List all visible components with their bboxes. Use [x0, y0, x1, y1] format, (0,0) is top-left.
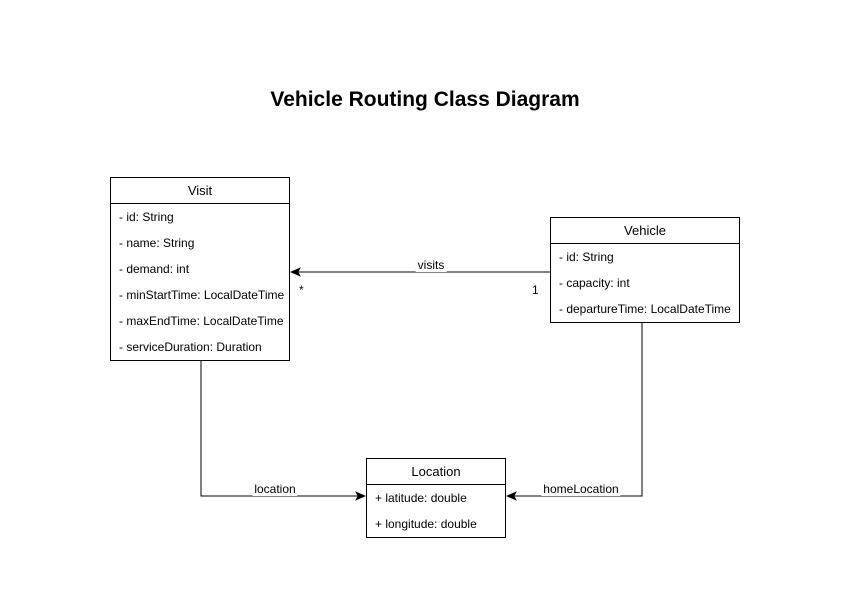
- class-visit-name: Visit: [111, 178, 289, 204]
- arrowhead-homelocation-icon: [506, 491, 517, 501]
- edge-label-visits[interactable]: visits: [415, 258, 447, 272]
- diagram-title: Vehicle Routing Class Diagram: [270, 88, 580, 111]
- class-location-attr-longitude: + longitude: double: [375, 517, 477, 531]
- class-vehicle-attr-capacity: - capacity: int: [559, 276, 630, 290]
- class-vehicle-attr-departuretime: - departureTime: LocalDateTime: [559, 302, 731, 316]
- class-visit[interactable]: Visit - id: String - name: String - dema…: [110, 177, 290, 361]
- class-vehicle-attr-id: - id: String: [559, 250, 614, 264]
- class-visit-attr-id: - id: String: [119, 210, 174, 224]
- arrowhead-location-icon: [355, 491, 366, 501]
- multiplicity-visits-star: *: [299, 283, 304, 297]
- class-vehicle-name: Vehicle: [551, 218, 739, 244]
- edge-vehicle-homelocation[interactable]: [509, 323, 643, 497]
- multiplicity-visits-one: 1: [532, 283, 539, 297]
- edge-visit-location[interactable]: [200, 361, 363, 497]
- class-visit-attr-serviceduration: - serviceDuration: Duration: [119, 340, 262, 354]
- class-location-attr-latitude: + latitude: double: [375, 491, 467, 505]
- edge-label-homelocation[interactable]: homeLocation: [541, 482, 621, 496]
- arrowhead-visits-icon: [290, 267, 301, 277]
- class-vehicle[interactable]: Vehicle - id: String - capacity: int - d…: [550, 217, 740, 323]
- class-visit-attr-name: - name: String: [119, 236, 195, 250]
- class-visit-attr-demand: - demand: int: [119, 262, 190, 276]
- edge-label-location[interactable]: location: [252, 482, 298, 496]
- class-visit-attr-minstarttime: - minStartTime: LocalDateTime: [119, 288, 285, 302]
- class-location-name: Location: [367, 459, 505, 485]
- class-visit-attr-maxendtime: - maxEndTime: LocalDateTime: [119, 314, 284, 328]
- class-location[interactable]: Location + latitude: double + longitude:…: [366, 458, 506, 538]
